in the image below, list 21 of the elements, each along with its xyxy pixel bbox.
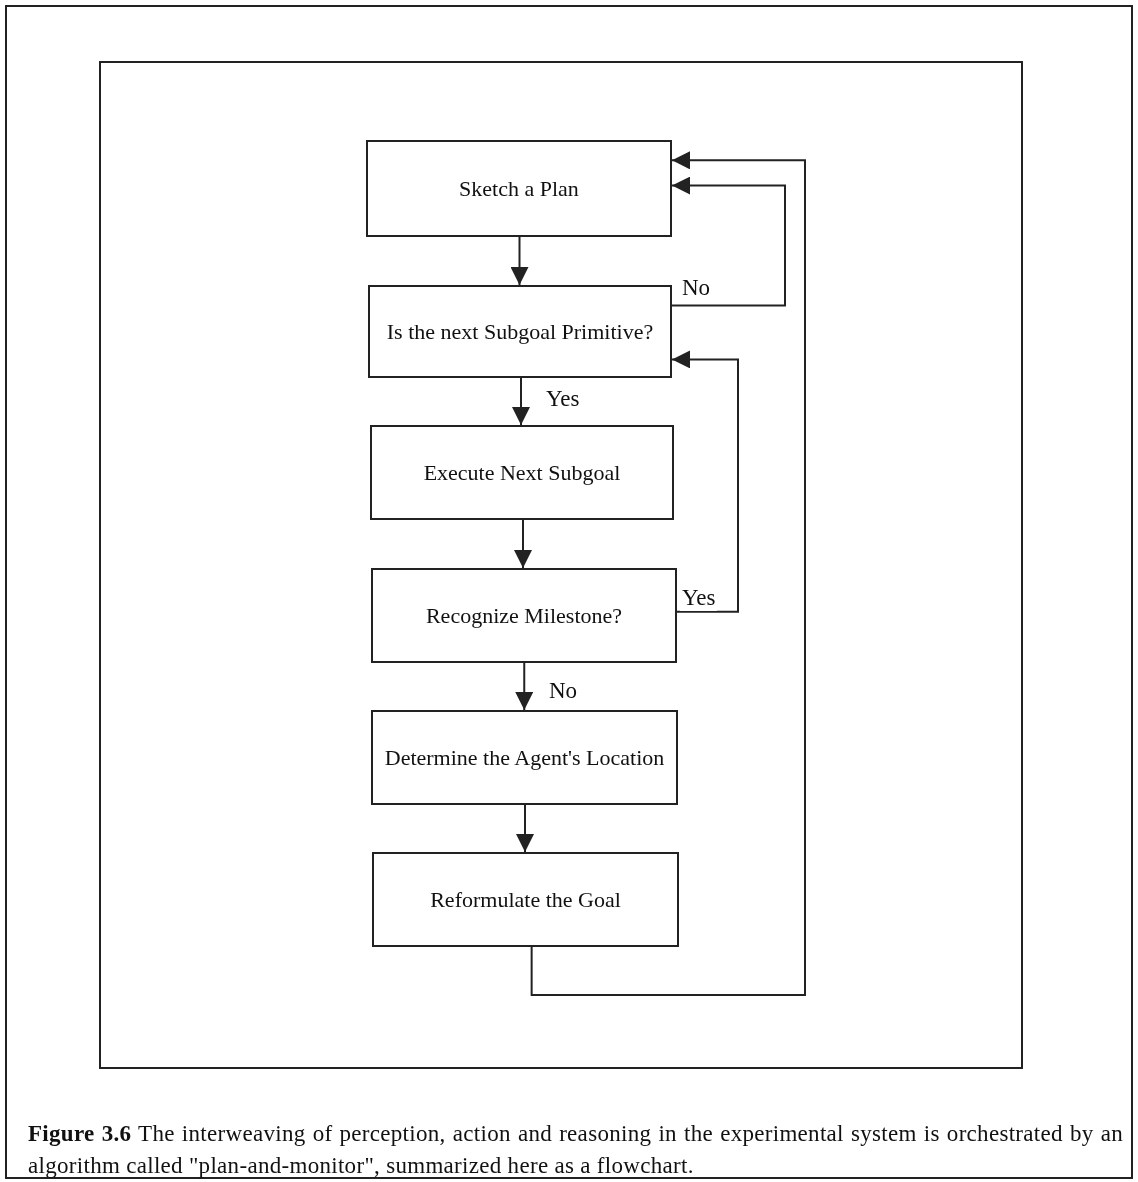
arrow [510, 236, 529, 286]
arrow [671, 176, 786, 307]
box-label: Recognize Milestone? [424, 601, 624, 630]
process-box [371, 710, 678, 805]
figure-caption: Figure 3.6 The interweaving of perception, action and reasoning in the experimental system is orchestrated by an algorithm called "plan-and-monitor", summarized here as a flowchart. [28, 1120, 1123, 1180]
arrow [516, 804, 534, 853]
process-box [372, 852, 679, 947]
arrow [515, 662, 534, 711]
box-label: Is the next Subgoal Primitive? [385, 317, 655, 346]
box-label: Execute Next Subgoal [422, 458, 622, 487]
process-box [370, 425, 674, 520]
box-label: Reformulate the Goal [429, 885, 622, 914]
process-box [366, 140, 672, 237]
arrow [512, 377, 530, 426]
arrow [530, 151, 806, 996]
box-label: Determine the Agent's Location [383, 743, 666, 772]
process-box [371, 568, 677, 663]
box-label: Sketch a Plan [458, 174, 580, 203]
arrow [671, 350, 739, 613]
arrow [514, 519, 532, 569]
process-box [368, 285, 672, 378]
